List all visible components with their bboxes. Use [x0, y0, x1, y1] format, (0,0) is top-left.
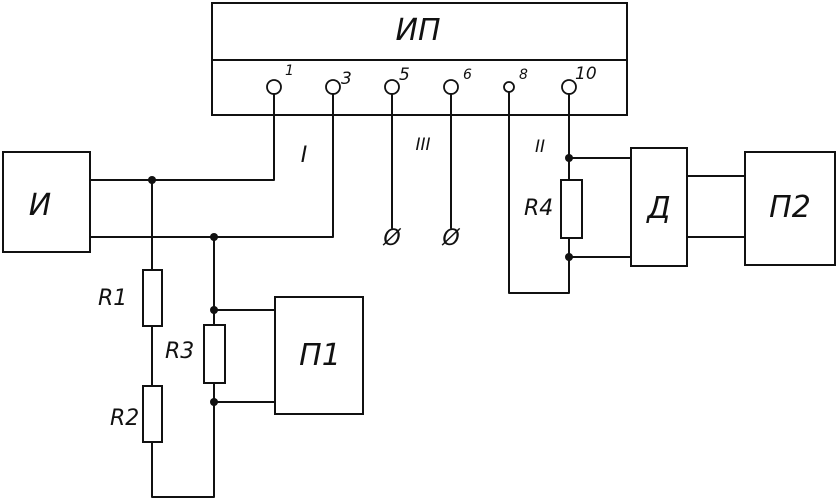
resistor-r2 [142, 385, 163, 443]
circuit-3-wires: Ø Ø [382, 93, 460, 251]
wire-source-bottom [89, 93, 334, 238]
junction-node [148, 176, 156, 184]
wire-terminal-8 [508, 91, 570, 294]
terminal-10 [561, 79, 577, 95]
resistor-r4 [560, 179, 583, 239]
terminal-6 [443, 79, 459, 95]
terminal-label-8: 8 [519, 67, 528, 83]
device-p1: П1 [274, 296, 364, 415]
circuit-1-wires [89, 93, 334, 498]
terminal-label-1: 1 [285, 63, 294, 79]
source-body [2, 151, 91, 253]
terminal-1 [266, 79, 282, 95]
resistor-r1 [142, 269, 163, 327]
junction-node [210, 233, 218, 241]
device-p1-label: П1 [299, 338, 341, 373]
circuit-label-1: I [301, 143, 308, 168]
resistor-r3-label: R3 [165, 339, 194, 364]
terminal-5 [384, 79, 400, 95]
circuit-label-3: III [415, 135, 430, 155]
junction-node [210, 306, 218, 314]
source-block: И [2, 151, 91, 253]
resistor-r3 [203, 324, 226, 384]
device-p1-body [274, 296, 364, 415]
junction-node [565, 154, 573, 162]
meter-label: ИП [396, 13, 441, 48]
circuit-labels: I II III [301, 135, 545, 168]
wire-r2-return [151, 401, 215, 498]
source-label: И [29, 188, 51, 223]
converter-d: Д [630, 147, 688, 267]
device-p2-body [744, 151, 836, 266]
resistor-r4-label: R4 [524, 196, 553, 221]
resistor-r1-label: R1 [98, 286, 127, 311]
terminal-label-10: 10 [575, 64, 597, 84]
converter-label: Д [645, 191, 670, 226]
open-terminal-5: Ø [382, 226, 401, 251]
terminal-3 [325, 79, 341, 95]
junction-node [565, 253, 573, 261]
open-terminal-6: Ø [441, 226, 460, 251]
terminal-label-3: 3 [341, 69, 352, 89]
terminal-8 [503, 81, 515, 93]
d-to-p2-wires [686, 175, 746, 238]
circuit-label-2: II [535, 137, 545, 157]
device-p2-label: П2 [769, 190, 811, 225]
resistor-r2-label: R2 [110, 406, 139, 431]
device-p2: П2 [744, 151, 836, 266]
circuit-2-wires [508, 91, 632, 294]
converter-body [630, 147, 688, 267]
junction-node [210, 398, 218, 406]
meter-ip: ИП [211, 2, 628, 116]
resistors: R1 R2 R3 R4 [98, 179, 583, 443]
terminal-label-5: 5 [399, 65, 410, 85]
terminal-label-6: 6 [463, 67, 472, 83]
